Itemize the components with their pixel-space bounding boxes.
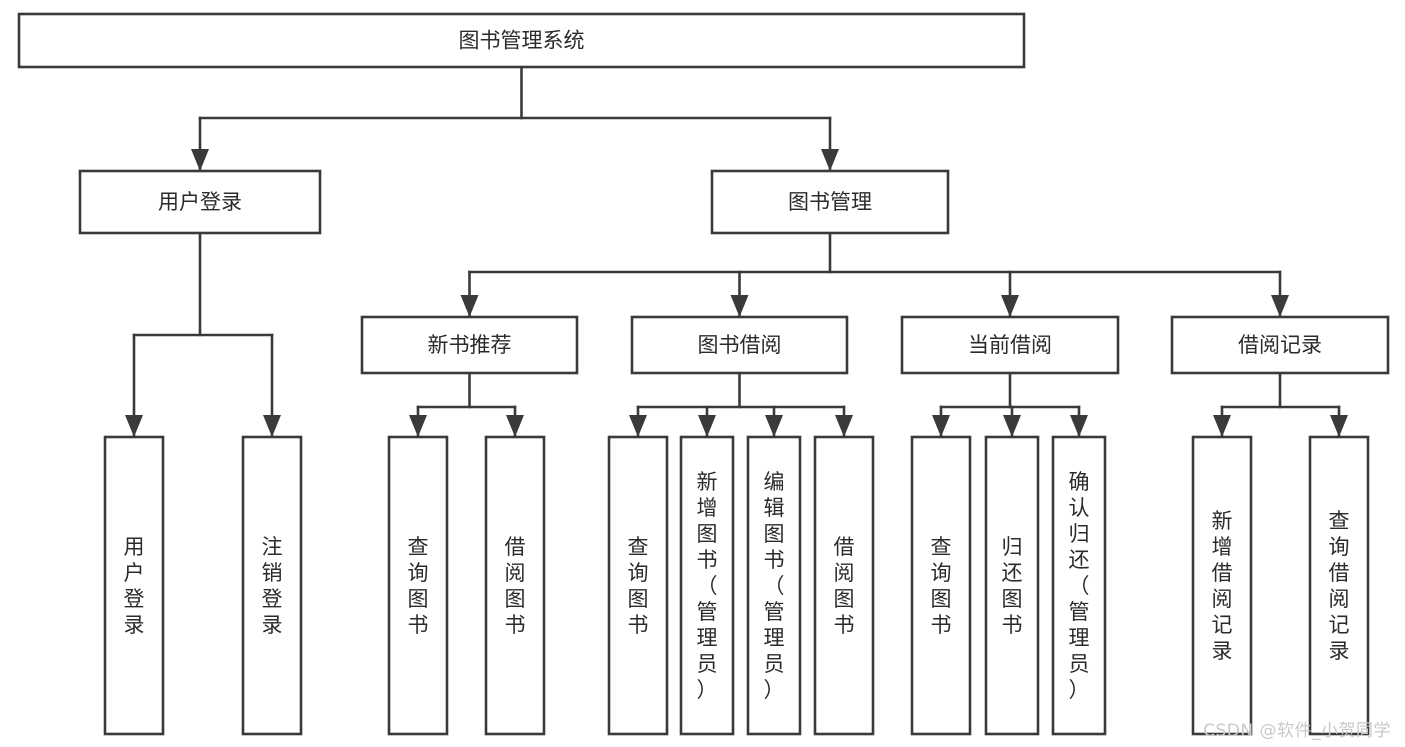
- node-box[interactable]: [1191, 435, 1253, 736]
- node-box[interactable]: [910, 435, 972, 736]
- node-box[interactable]: [360, 315, 579, 375]
- arrow-head: [191, 149, 209, 171]
- node-box[interactable]: [241, 435, 303, 736]
- arrow-head: [730, 295, 749, 317]
- arrow-head: [460, 295, 479, 317]
- node-box[interactable]: [387, 435, 449, 736]
- node-leaf-leaf-borrow-book[interactable]: 借阅图书: [813, 435, 875, 736]
- arrow-head: [1271, 295, 1289, 317]
- node-box[interactable]: [607, 435, 669, 736]
- node-label: 确认归还（管理员）: [1069, 470, 1090, 702]
- arrow-head: [698, 415, 716, 437]
- arrow-head: [409, 415, 427, 437]
- node-label: 图书管理: [788, 190, 872, 214]
- node-label: 借阅图书: [834, 535, 855, 637]
- node-level2-book-borrow[interactable]: 图书借阅: [630, 315, 849, 375]
- node-label: 图书借阅: [698, 333, 782, 357]
- node-root-root[interactable]: 图书管理系统: [17, 12, 1026, 69]
- node-box[interactable]: [1308, 435, 1370, 736]
- connector-layer: [125, 65, 1348, 438]
- node-label: 当前借阅: [968, 333, 1052, 357]
- node-level2-new-book-rec[interactable]: 新书推荐: [360, 315, 579, 375]
- node-label: 查询借阅记录: [1329, 509, 1350, 663]
- node-label: 归还图书: [1002, 535, 1023, 637]
- node-box[interactable]: [103, 435, 165, 736]
- csdn-watermark: CSDN @软件_小贺同学: [1203, 721, 1391, 741]
- node-label: 编辑图书（管理员）: [764, 470, 785, 702]
- arrow-head: [1213, 415, 1231, 437]
- node-label: 借阅记录: [1238, 333, 1322, 357]
- node-box[interactable]: [984, 435, 1040, 736]
- node-label: 查询图书: [628, 535, 649, 637]
- arrow-head: [835, 415, 853, 437]
- node-box[interactable]: [484, 435, 546, 736]
- node-level2-borrow-record[interactable]: 借阅记录: [1170, 315, 1390, 375]
- node-leaf-leaf-add-record[interactable]: 新增借阅记录: [1191, 435, 1253, 736]
- arrow-head: [1070, 415, 1088, 437]
- node-box[interactable]: [630, 315, 849, 375]
- node-leaf-leaf-query-book-borrow[interactable]: 查询图书: [607, 435, 669, 736]
- node-label: 新书推荐: [428, 333, 512, 357]
- arrow-head: [1001, 295, 1019, 317]
- arrow-head: [263, 415, 281, 437]
- node-box[interactable]: [1051, 435, 1107, 736]
- arrow-head: [1003, 415, 1021, 437]
- node-leaf-leaf-logout[interactable]: 注销登录: [241, 435, 303, 736]
- arrow-head: [125, 415, 143, 437]
- node-leaf-leaf-query-record[interactable]: 查询借阅记录: [1308, 435, 1370, 736]
- arrow-head: [506, 415, 524, 437]
- node-leaf-leaf-query-book-rec[interactable]: 查询图书: [387, 435, 449, 736]
- node-leaf-leaf-edit-book[interactable]: 编辑图书（管理员）: [746, 435, 802, 736]
- node-box[interactable]: [17, 12, 1026, 69]
- node-level1-user-login[interactable]: 用户登录: [78, 169, 322, 235]
- node-layer: 图书管理系统用户登录图书管理新书推荐图书借阅当前借阅借阅记录用户登录注销登录查询…: [17, 12, 1390, 736]
- node-box[interactable]: [679, 435, 735, 736]
- node-leaf-leaf-borrow-book-rec[interactable]: 借阅图书: [484, 435, 546, 736]
- arrow-head: [629, 415, 647, 437]
- node-label: 用户登录: [158, 190, 242, 214]
- node-label: 借阅图书: [505, 535, 526, 637]
- node-leaf-leaf-confirm-return[interactable]: 确认归还（管理员）: [1051, 435, 1107, 736]
- node-label: 图书管理系统: [459, 29, 585, 53]
- node-box[interactable]: [1170, 315, 1390, 375]
- node-level2-current-borrow[interactable]: 当前借阅: [900, 315, 1120, 375]
- node-label: 用户登录: [124, 535, 145, 637]
- node-leaf-leaf-return-book[interactable]: 归还图书: [984, 435, 1040, 736]
- arrow-head: [932, 415, 950, 437]
- node-box[interactable]: [710, 169, 950, 235]
- node-box[interactable]: [78, 169, 322, 235]
- node-level1-book-manage[interactable]: 图书管理: [710, 169, 950, 235]
- node-leaf-leaf-user-login[interactable]: 用户登录: [103, 435, 165, 736]
- node-box[interactable]: [813, 435, 875, 736]
- node-box[interactable]: [900, 315, 1120, 375]
- node-label: 注销登录: [262, 535, 283, 637]
- node-box[interactable]: [746, 435, 802, 736]
- arrow-head: [1330, 415, 1348, 437]
- node-leaf-leaf-add-book[interactable]: 新增图书（管理员）: [679, 435, 735, 736]
- arrow-head: [821, 149, 839, 171]
- arrow-head: [765, 415, 783, 437]
- node-label: 新增借阅记录: [1212, 509, 1233, 663]
- node-leaf-leaf-query-book-cur[interactable]: 查询图书: [910, 435, 972, 736]
- node-label: 查询图书: [931, 535, 952, 637]
- node-label: 查询图书: [408, 535, 429, 637]
- node-label: 新增图书（管理员）: [697, 470, 718, 702]
